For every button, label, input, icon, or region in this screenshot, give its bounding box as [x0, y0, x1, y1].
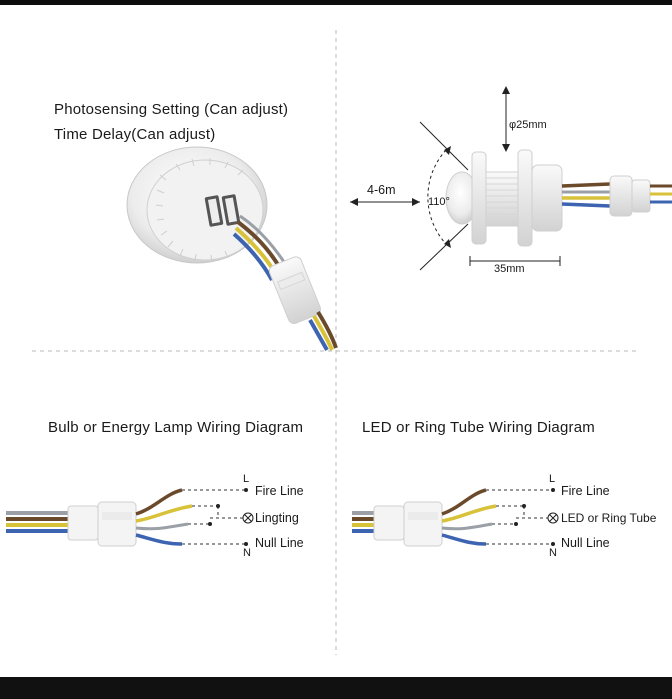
- led-fire-line-label: Fire Line: [561, 484, 610, 498]
- bulb-null-line-label: Null Line: [255, 536, 304, 550]
- bulb-wiring-graphic: [6, 488, 254, 547]
- sensor-side-illustration: [350, 86, 672, 271]
- bulb-lighting-label: Lingting: [255, 511, 299, 525]
- led-n-marker: N: [549, 547, 557, 559]
- bulb-fire-line-label: Fire Line: [255, 484, 304, 498]
- photosensing-setting-label: Photosensing Setting (Can adjust): [54, 101, 289, 118]
- led-l-marker: L: [549, 473, 556, 485]
- bulb-l-marker: L: [243, 473, 250, 485]
- time-delay-label: Time Delay(Can adjust): [54, 126, 216, 143]
- sensor-back-illustration: [126, 146, 338, 351]
- bulb-wiring-title: Bulb or Energy Lamp Wiring Diagram: [48, 419, 304, 436]
- angle-label: 110°: [428, 196, 450, 208]
- led-wiring-title: LED or Ring Tube Wiring Diagram: [362, 419, 595, 436]
- led-null-line-label: Null Line: [561, 536, 610, 550]
- led-ring-tube-label: LED or Ring Tube: [561, 511, 657, 525]
- length-label: 35mm: [494, 263, 525, 275]
- led-wiring-graphic: [352, 488, 559, 547]
- range-label: 4-6m: [367, 183, 396, 197]
- top-border-bar: [0, 0, 672, 5]
- bulb-n-marker: N: [243, 547, 251, 559]
- diameter-label: φ25mm: [509, 119, 547, 131]
- bottom-border-bar: [0, 677, 672, 699]
